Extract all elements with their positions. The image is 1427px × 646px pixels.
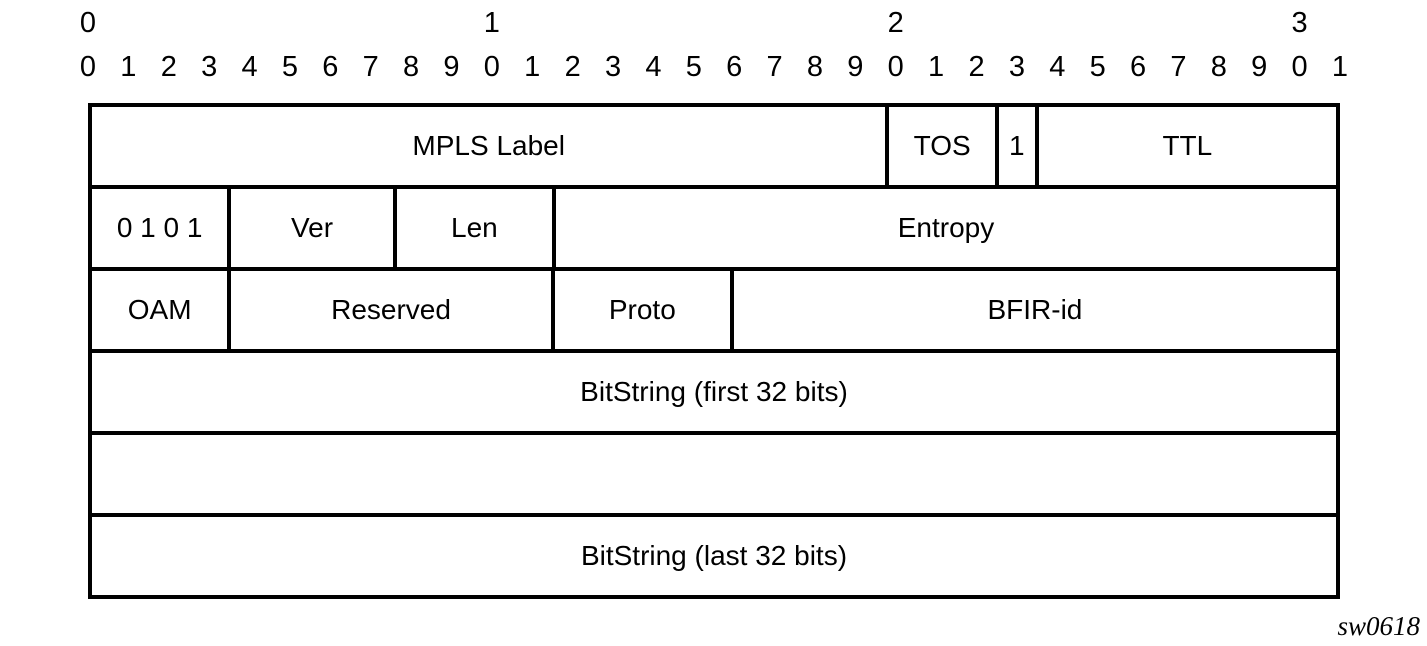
ruler-bit-digit: 6 <box>726 51 743 83</box>
packet-row-bitstring-cont <box>92 435 1336 517</box>
bit-ruler-tens: 0 1 2 3 <box>80 7 1340 39</box>
ruler-bit-digit: 3 <box>604 51 622 83</box>
ruler-bit-digit: 3 <box>201 51 218 83</box>
ruler-bit-digit: 5 <box>281 51 298 83</box>
ruler-bit-digit: 4 <box>1049 51 1066 83</box>
ruler-tens-digit: 1 <box>483 7 500 39</box>
ruler-bit-digit: 0 <box>887 51 904 83</box>
ruler-bit-digit: 9 <box>1251 51 1268 83</box>
field-0-1-0-1: 0 1 0 1 <box>92 189 232 267</box>
packet-row-bitstring-first: BitString (first 32 bits) <box>92 353 1336 435</box>
field-mpls-label: MPLS Label <box>92 107 890 185</box>
field-reserved: Reserved <box>231 271 555 349</box>
field-entropy: Entropy <box>897 212 995 243</box>
field-ver: Ver <box>231 189 397 267</box>
field-bitstring-last-32-bits: BitString (last 32 bits) <box>580 540 848 571</box>
ruler-bit-digit: 1 <box>120 51 137 83</box>
ruler-tens-digit: 0 <box>79 7 97 39</box>
ruler-bit-digit: 3 <box>1008 51 1025 83</box>
field-blank <box>92 435 1336 513</box>
ruler-bit-digit: 0 <box>483 51 500 83</box>
field-ttl: TTL <box>1162 130 1213 161</box>
ruler-bit-digit: 6 <box>322 51 339 83</box>
ruler-bit-digit: 9 <box>847 51 864 83</box>
ruler-bit-digit: 8 <box>1210 51 1227 83</box>
field-bfir-id: BFIR-id <box>987 294 1083 325</box>
field-bitstring-first-32-bits: BitString (first 32 bits) <box>580 376 848 407</box>
ruler-bit-digit: 2 <box>564 51 581 83</box>
ruler-bit-digit: 4 <box>241 51 258 83</box>
ruler-bit-digit: 7 <box>1170 51 1187 83</box>
ruler-bit-digit: 7 <box>766 51 783 83</box>
field-len: Len <box>397 189 556 267</box>
field-oam: OAM <box>92 271 232 349</box>
ruler-bit-digit: 8 <box>403 51 420 83</box>
ruler-bit-digit: 1 <box>1331 51 1349 83</box>
figure-id: sw0618 <box>1337 611 1420 641</box>
ruler-tens-digit: 3 <box>1291 7 1308 39</box>
ruler-bit-digit: 1 <box>524 51 541 83</box>
ruler-bit-digit: 8 <box>806 51 824 83</box>
ruler-bit-digit: 5 <box>685 51 702 83</box>
ruler-bit-digit: 0 <box>1291 51 1308 83</box>
ruler-bit-digit: 2 <box>160 51 177 83</box>
field-proto: Proto <box>555 271 734 349</box>
ruler-tens-digit: 2 <box>887 7 904 39</box>
ruler-bit-digit: 7 <box>362 51 379 83</box>
ruler-bit-digit: 5 <box>1089 51 1106 83</box>
ruler-bit-digit: 9 <box>443 51 460 83</box>
ruler-bit-digit: 2 <box>968 51 985 83</box>
packet-row-bitstring-last: BitString (last 32 bits) <box>92 517 1336 595</box>
ruler-bit-digit: 0 <box>79 51 97 83</box>
field-tos: TOS <box>889 107 999 185</box>
ruler-bit-digit: 1 <box>928 51 945 83</box>
ruler-bit-digit: 6 <box>1129 51 1147 83</box>
ruler-bit-digit: 4 <box>645 51 662 83</box>
field-1: 1 <box>999 107 1039 185</box>
